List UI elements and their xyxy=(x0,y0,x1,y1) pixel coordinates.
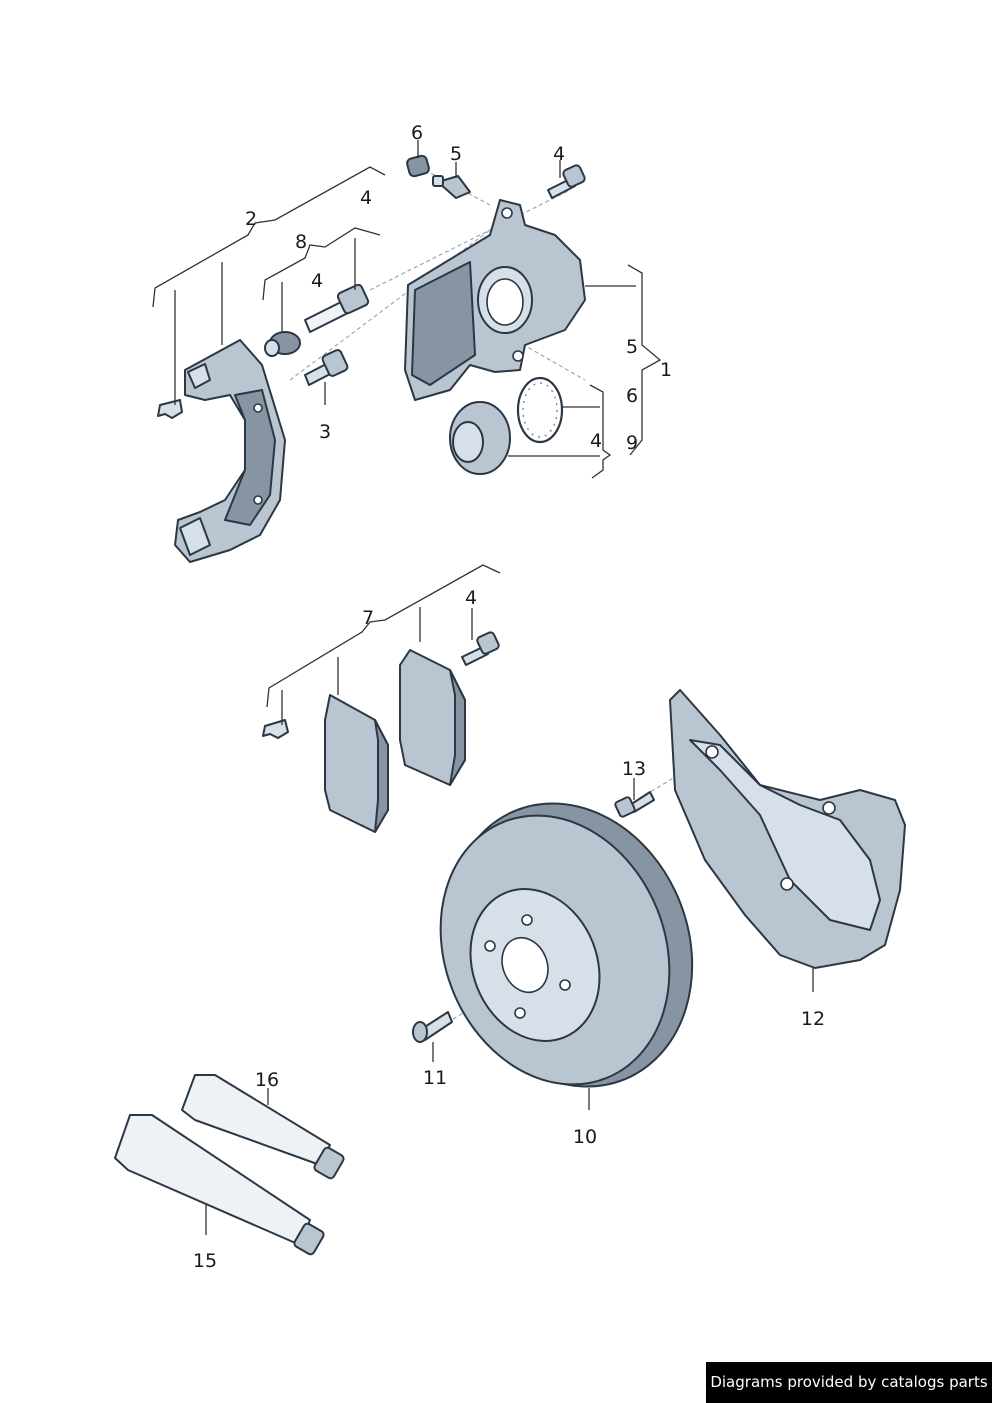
callout-7: 7 xyxy=(362,607,374,629)
callout-13: 13 xyxy=(622,758,646,780)
piston-seal-6 xyxy=(516,376,564,444)
guide-pin-4 xyxy=(304,283,370,333)
callout-6-bracket: 6 xyxy=(626,385,638,407)
callout-15: 15 xyxy=(193,1250,217,1272)
callout-3: 3 xyxy=(319,421,331,443)
callout-12: 12 xyxy=(801,1008,825,1030)
callout-5-bracket: 5 xyxy=(626,336,638,358)
brake-pad-outer xyxy=(399,649,466,786)
callout-4-pin: 4 xyxy=(311,270,323,292)
brake-pad-inner xyxy=(324,694,389,833)
screw-11 xyxy=(412,1011,453,1043)
callout-10: 10 xyxy=(573,1126,597,1148)
bolt-13 xyxy=(614,791,655,818)
bolt-4-top xyxy=(547,164,586,199)
callout-4-pads: 4 xyxy=(465,587,477,609)
bolt-4-pads xyxy=(461,631,500,666)
callout-4-seal: 4 xyxy=(590,430,602,452)
callout-4-top: 4 xyxy=(553,143,565,165)
footer-credit-banner: Diagrams provided by catalogs parts xyxy=(706,1362,992,1403)
callout-labels: 6 5 4 4 2 8 4 3 5 1 6 4 9 4 7 13 12 11 1… xyxy=(193,122,825,1272)
bleed-screw-5 xyxy=(432,175,471,199)
grease-tube-16 xyxy=(181,1074,345,1180)
callout-1: 1 xyxy=(660,359,672,381)
callout-5-top: 5 xyxy=(450,143,462,165)
cap-6 xyxy=(406,154,430,178)
splash-shield xyxy=(669,689,906,969)
callout-9: 9 xyxy=(626,432,638,454)
callout-6-top: 6 xyxy=(411,122,423,144)
callout-8: 8 xyxy=(295,231,307,253)
leader-lines xyxy=(152,140,814,1235)
callout-4-caliper: 4 xyxy=(360,187,372,209)
piston-9 xyxy=(449,401,511,475)
callout-2: 2 xyxy=(245,208,257,230)
caliper-housing xyxy=(404,199,586,401)
callout-11: 11 xyxy=(423,1067,447,1089)
sleeve-8 xyxy=(264,331,301,357)
callout-16: 16 xyxy=(255,1069,279,1091)
bolt-3 xyxy=(304,349,349,386)
grease-tube-15 xyxy=(114,1114,325,1256)
brake-disc xyxy=(439,802,694,1088)
brake-carrier xyxy=(174,339,286,563)
